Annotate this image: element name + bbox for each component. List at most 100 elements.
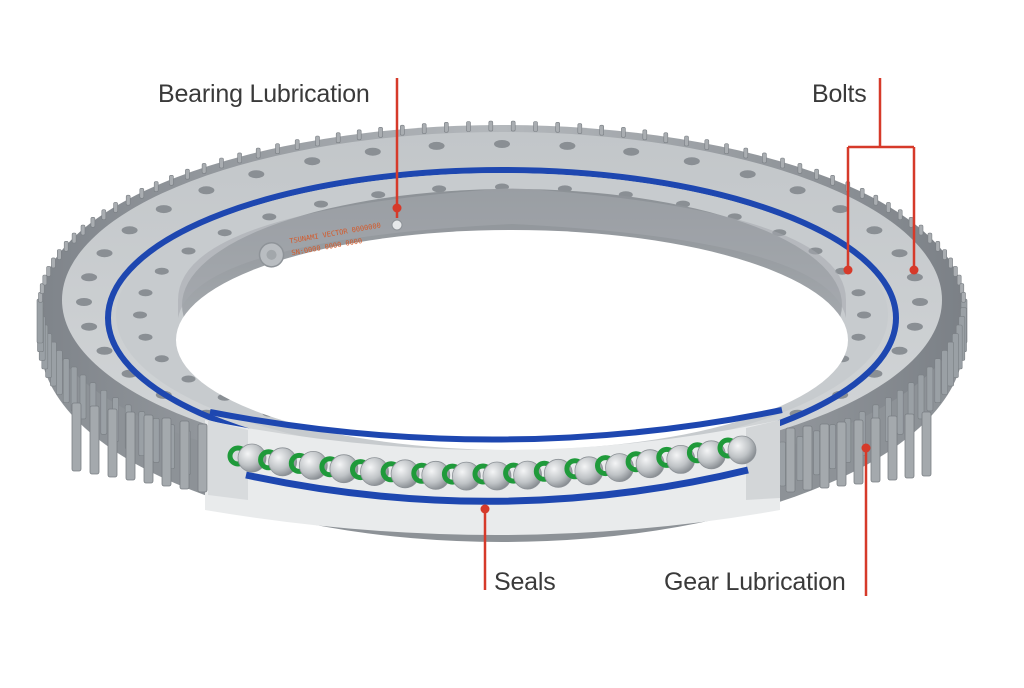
ball — [329, 454, 359, 484]
gear-tooth — [934, 358, 942, 404]
gear-tooth — [663, 132, 669, 143]
gear-tooth — [904, 413, 915, 479]
leader-bolts — [846, 78, 916, 268]
gear-tooth — [870, 417, 881, 483]
gear-tooth — [101, 209, 107, 220]
bolt-hole — [866, 226, 883, 235]
bolt-hole — [181, 247, 196, 255]
bolt-hole — [494, 140, 510, 148]
gear-tooth — [71, 402, 82, 472]
gear-tooth — [443, 122, 449, 133]
ball — [268, 447, 298, 477]
gear-tooth — [762, 152, 767, 164]
bolt-hole — [262, 213, 277, 221]
gear-tooth — [46, 266, 51, 277]
gear-tooth — [510, 120, 516, 132]
bolt-hole — [198, 186, 215, 195]
gear-tooth — [796, 436, 804, 481]
leader-lines — [395, 78, 916, 596]
outer-bolt-holes — [76, 140, 928, 418]
bolt-hole — [832, 205, 849, 214]
bolt-hole — [133, 311, 147, 319]
gear-tooth — [488, 120, 494, 132]
gear-tooth — [935, 241, 941, 252]
gear-tooth — [819, 423, 830, 489]
gear-tooth — [886, 202, 891, 213]
gear-tooth — [533, 121, 538, 132]
gear-tooth — [577, 123, 583, 134]
gear-tooth — [779, 441, 786, 487]
seal-upper — [209, 407, 783, 443]
bolt-hole — [154, 267, 169, 275]
gear-tooth — [315, 135, 320, 147]
gear-tooth — [829, 424, 836, 470]
bolt-hole — [683, 157, 700, 166]
gear-tooth — [926, 366, 934, 412]
gear-tooth — [724, 143, 729, 154]
bolt-hole — [304, 157, 321, 166]
gear-tooth — [356, 129, 362, 141]
gear-tooth — [237, 152, 242, 164]
bolt-hole — [432, 185, 447, 193]
gear-tooth — [836, 421, 847, 487]
gear-tooth — [896, 389, 904, 435]
gear-tooth — [961, 291, 966, 303]
bolt-hole — [559, 141, 576, 150]
gear-tooth — [139, 188, 145, 199]
bolt-hole — [891, 249, 908, 258]
gear-tooth — [830, 175, 835, 186]
bolt-hole — [96, 346, 113, 355]
gear-tooth — [704, 139, 710, 150]
gear-tooth — [684, 135, 689, 147]
callout-seals: Seals — [494, 568, 556, 596]
gear-teeth — [36, 120, 968, 487]
gear-tooth — [39, 283, 45, 294]
ball — [421, 460, 451, 490]
gear-tooth — [466, 121, 471, 132]
bolt-hole — [155, 205, 172, 214]
gear-tooth — [125, 194, 131, 206]
gear-tooth — [814, 168, 819, 180]
bolt-hole — [739, 170, 756, 179]
gear-tooth — [219, 157, 224, 169]
gear-tooth — [161, 417, 172, 487]
gear-tooth — [55, 350, 63, 395]
bolt-hole — [248, 170, 265, 179]
ball — [360, 457, 389, 487]
bolt-hole — [789, 186, 806, 195]
gear-tooth — [56, 249, 62, 260]
bolt-hole — [121, 226, 138, 235]
gear-tooth — [743, 147, 749, 159]
bolt-hole — [81, 322, 98, 331]
gear-tooth — [917, 374, 925, 420]
gear-tooth — [642, 129, 648, 141]
gear-tooth — [113, 202, 118, 213]
gear-tooth — [555, 122, 561, 133]
gear-tooth — [859, 188, 865, 199]
gear-tooth — [853, 419, 864, 485]
gear-tooth — [947, 341, 954, 387]
bolt-hole — [857, 311, 871, 319]
gear-tooth — [125, 411, 136, 481]
gear-tooth — [179, 420, 190, 490]
bolt-hole — [217, 229, 232, 237]
bolt-hole — [371, 191, 386, 199]
gear-tooth — [36, 298, 44, 344]
gear-tooth — [421, 123, 427, 134]
bolt-hole — [906, 322, 923, 331]
gear-tooth — [599, 124, 605, 136]
gear-tooth — [927, 232, 933, 244]
bolt-hole — [138, 289, 153, 297]
gear-tooth — [143, 414, 154, 484]
gear-tooth — [918, 224, 924, 236]
bolt-hole — [623, 147, 640, 156]
ball — [237, 443, 267, 473]
callout-gear-lubrication: Gear Lubrication — [664, 568, 846, 596]
ball — [390, 459, 420, 489]
gear-tooth — [100, 389, 108, 435]
bolt-hole — [364, 147, 381, 156]
cutaway-gear-teeth — [71, 402, 932, 493]
gear-tooth — [921, 411, 932, 477]
bolt-hole — [181, 375, 196, 383]
